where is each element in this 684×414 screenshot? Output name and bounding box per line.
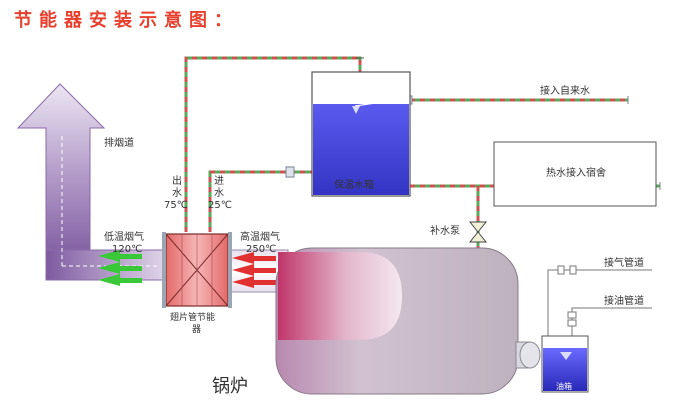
inlet-valve bbox=[285, 166, 295, 178]
high-temp-value: 250℃ bbox=[246, 244, 276, 255]
outlet-temp-label: 75℃ bbox=[164, 200, 188, 211]
insulated-water-tank bbox=[311, 57, 411, 197]
economizer-label-line2: 器 bbox=[192, 324, 201, 335]
oil-tank bbox=[541, 335, 589, 393]
low-temp-gas-label: 低温烟气 bbox=[104, 230, 144, 243]
hot-water-label: 热水接入宿舍 bbox=[546, 166, 606, 179]
high-temp-gas-label: 高温烟气 bbox=[240, 230, 280, 243]
makeup-pump bbox=[468, 221, 488, 243]
inlet-temp-label: 25℃ bbox=[208, 200, 232, 211]
boiler-label: 锅炉 bbox=[212, 376, 248, 397]
low-temp-value: 120℃ bbox=[112, 244, 142, 255]
low-temp-arrows bbox=[98, 250, 142, 286]
fuel-lines bbox=[547, 265, 652, 340]
inlet-water-label: 水 bbox=[214, 187, 224, 199]
pump-label: 补水泵 bbox=[430, 224, 460, 237]
economizer-label-line1: 翅片管节能 bbox=[170, 311, 215, 323]
outlet-water-label: 水 bbox=[172, 187, 182, 199]
tap-water-label: 接入自来水 bbox=[540, 84, 590, 97]
economizer bbox=[162, 232, 232, 308]
gas-pipe-label: 接气管道 bbox=[604, 256, 644, 269]
inlet-label: 进 bbox=[214, 175, 224, 187]
exhaust-flue bbox=[16, 83, 167, 281]
oil-tank-label: 油箱 bbox=[556, 381, 572, 391]
hot-water-box bbox=[493, 141, 657, 207]
tank-label: 保温水箱 bbox=[334, 178, 374, 191]
boiler bbox=[275, 247, 541, 395]
page-title: 节能器安装示意图： bbox=[14, 10, 239, 31]
oil-pipe-label: 接油管道 bbox=[604, 294, 644, 307]
exhaust-label: 排烟道 bbox=[104, 136, 134, 149]
high-temp-arrows bbox=[232, 252, 276, 288]
outlet-label: 出 bbox=[172, 174, 182, 187]
